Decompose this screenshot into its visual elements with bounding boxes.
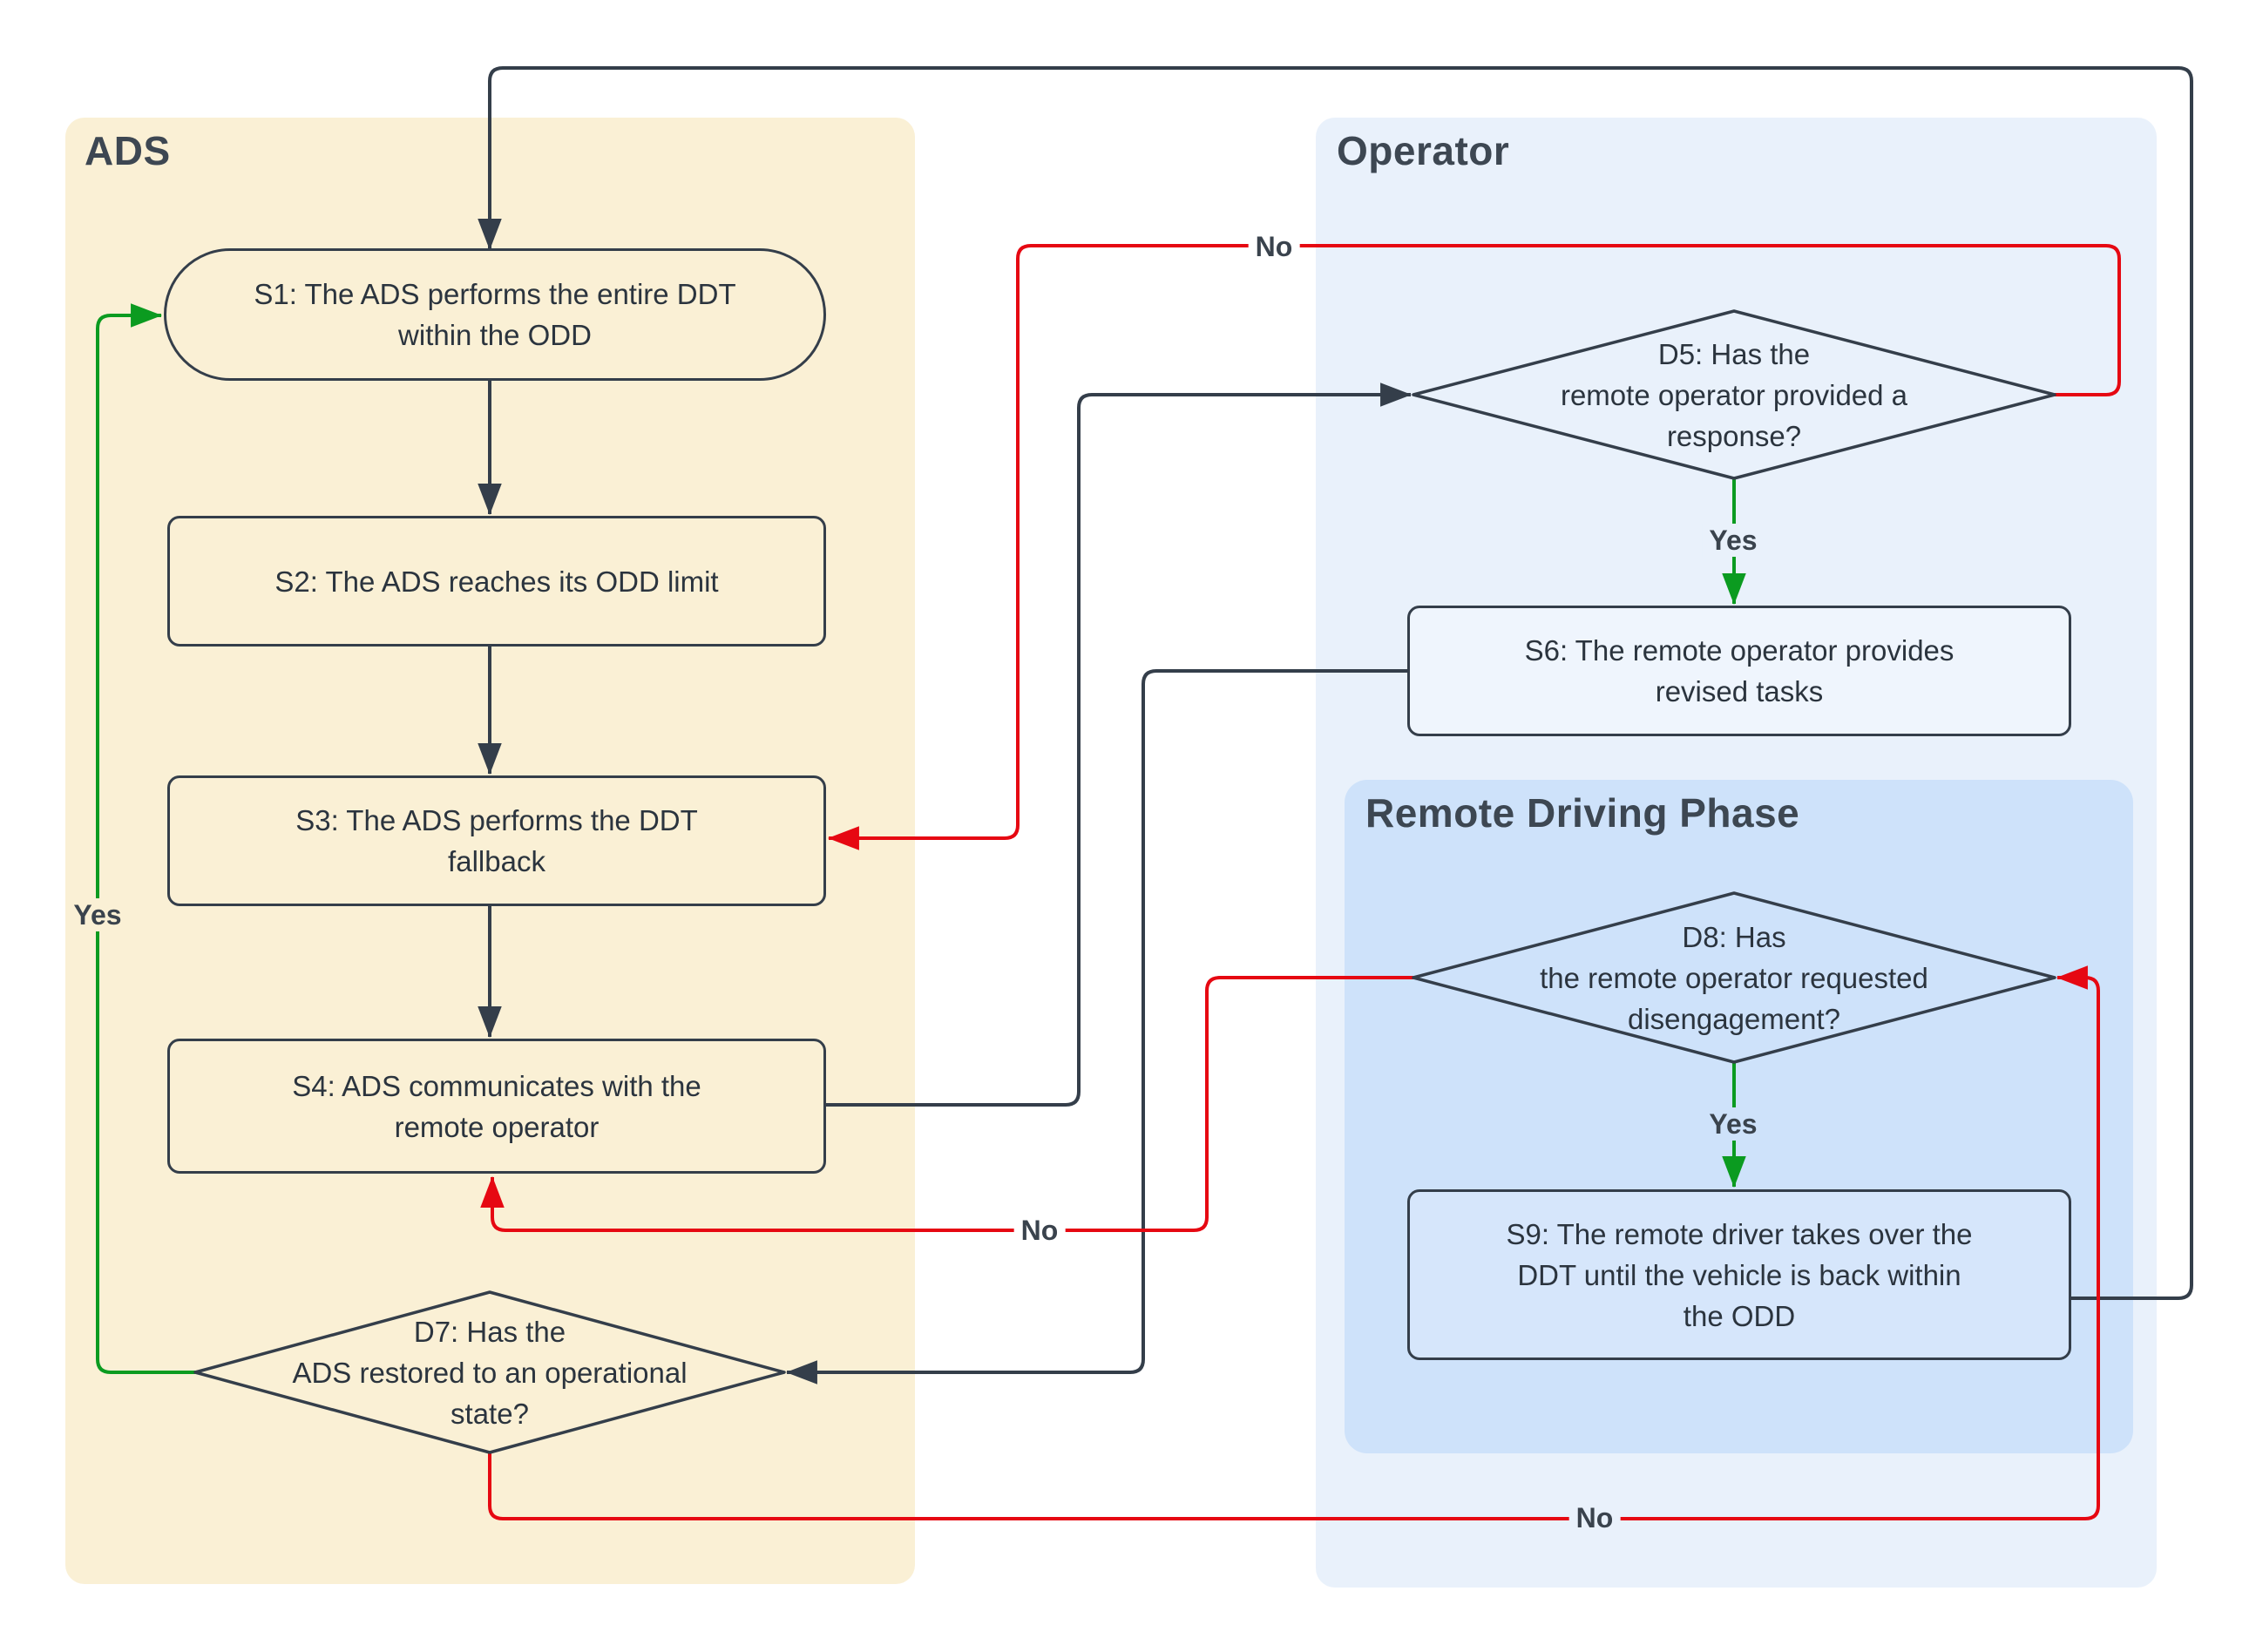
ads-section-title: ADS [85,128,171,173]
decision-shapes [193,309,2056,1454]
edge-label-d8-no: No [1013,1214,1066,1247]
node-s9: S9: The remote driver takes over the DDT… [1407,1189,2071,1360]
node-s2: S2: The ADS reaches its ODD limit [167,516,826,647]
edge-s9-to-s1 [478,66,2193,1300]
decision-d5-label: D5: Has the remote operator provided a r… [1560,337,1908,452]
edge-label-d8-yes: Yes [1702,1107,1765,1141]
decision-d8-shape [1412,891,2056,1064]
remote-driving-phase-title: Remote Driving Phase [1365,790,1800,836]
edge-label-d5-yes: Yes [1702,524,1765,557]
node-s1: S1: The ADS performs the entire DDT with… [164,248,826,381]
edge-label-d7-yes: Yes [66,898,129,931]
decision-d8-label: D8: Has the remote operator requested di… [1540,920,1928,1035]
decision-d7-label: D7: Has the ADS restored to an operation… [292,1315,688,1430]
node-s3: S3: The ADS performs the DDT fallback [167,775,826,906]
edge-d7-yes-to-s1 [96,303,195,1374]
node-s6: S6: The remote operator provides revised… [1407,606,2071,736]
edge-label-d5-no: No [1248,230,1300,263]
edge-d8-no-to-s4 [480,976,1413,1232]
operator-section-title: Operator [1337,128,1510,173]
edge-label-d7-no: No [1568,1501,1621,1534]
edge-d7-no-to-d8 [488,965,2100,1520]
node-s4: S4: ADS communicates with the remote ope… [167,1039,826,1174]
edge-s6-to-d7 [785,669,1407,1385]
edge-d5-no-to-s3 [827,244,2121,850]
decision-d7-shape [193,1290,786,1454]
decision-d5-shape [1412,309,2056,480]
edges [96,66,2193,1520]
edge-s4-to-d5 [826,383,1413,1107]
